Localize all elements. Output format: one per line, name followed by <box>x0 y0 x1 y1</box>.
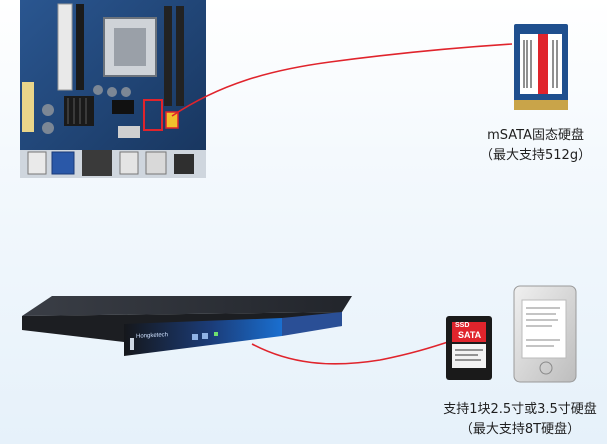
disk-caption: 支持1块2.5寸或3.5寸硬盘 （最大支持8T硬盘） <box>430 400 607 440</box>
ssd-cable <box>251 339 455 365</box>
ssd-label: SATA <box>458 330 482 340</box>
server-chassis <box>22 296 352 356</box>
ssd-badge: SSD <box>455 322 470 329</box>
msata-caption: mSATA固态硬盘 （最大支持512g） <box>480 126 591 166</box>
msata-subtitle: （最大支持512g） <box>480 148 592 163</box>
disk-subtitle: （最大支持8T硬盘） <box>459 422 581 437</box>
msata-ssd <box>514 24 568 110</box>
msata-cable <box>171 43 513 117</box>
hdd-3-5-inch <box>513 285 577 383</box>
ssd-2-5-inch <box>446 316 492 380</box>
motherboard <box>20 0 206 178</box>
disk-title: 支持1块2.5寸或3.5寸硬盘 <box>443 402 597 417</box>
msata-title: mSATA固态硬盘 <box>487 128 584 143</box>
